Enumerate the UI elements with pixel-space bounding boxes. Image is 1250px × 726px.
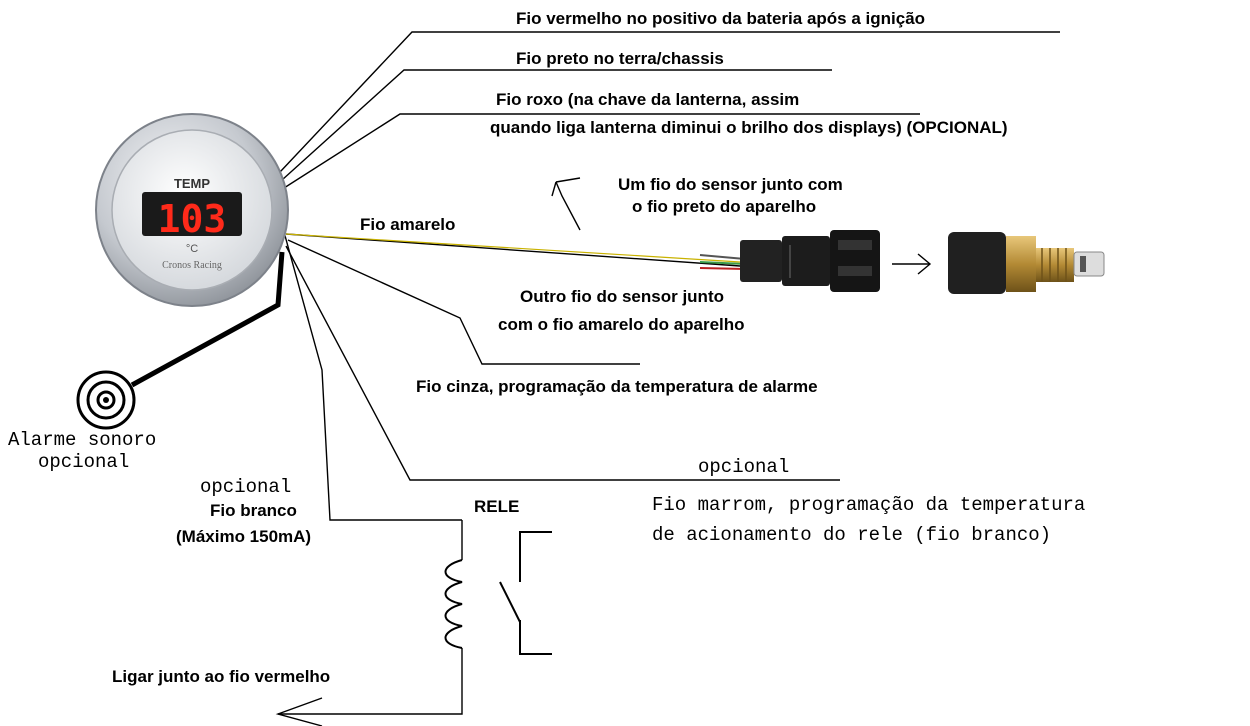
gauge-unit: °C	[186, 243, 198, 255]
buzzer-label-1: Alarme sonoro	[8, 429, 156, 451]
relay-switch-icon	[499, 531, 552, 655]
white-optional-label: opcional	[200, 476, 291, 498]
yellow-wire-label: Fio amarelo	[360, 215, 455, 234]
pointer-head	[555, 177, 581, 183]
white-wire-label: Fio branco	[210, 501, 297, 520]
purple-wire-label-2: quando liga lanterna diminui o brilho do…	[490, 118, 1008, 137]
wire-lines	[130, 31, 1060, 726]
connector-plug-icon	[740, 230, 880, 292]
gauge-title: TEMP	[174, 176, 210, 191]
arrow-icon	[892, 253, 932, 275]
white-max-label: (Máximo 150mA)	[176, 527, 311, 546]
gauge-reading: 103	[158, 197, 227, 241]
optional-brown-label: opcional	[698, 456, 789, 478]
buzzer-icon	[76, 370, 136, 430]
pointer-line	[555, 181, 581, 231]
sensor-black-label-1: Um fio do sensor junto com	[618, 175, 843, 194]
temperature-gauge-icon: TEMP 103 °C Cronos Racing	[95, 113, 289, 307]
temperature-sensor-icon	[948, 232, 1105, 294]
brown-wire-label-1: Fio marrom, programação da temperatura	[652, 494, 1085, 516]
purple-wire-label-1: Fio roxo (na chave da lanterna, assim	[496, 90, 799, 109]
gray-wire-label: Fio cinza, programação da temperatura de…	[416, 377, 818, 396]
red-wire-label: Fio vermelho no positivo da bateria após…	[516, 9, 925, 28]
brown-wire-label-2: de acionamento do rele (fio branco)	[652, 524, 1051, 546]
gauge-brand: Cronos Racing	[162, 260, 222, 271]
sensor-black-label-2: o fio preto do aparelho	[632, 197, 816, 216]
sensor-yellow-label-1: Outro fio do sensor junto	[520, 287, 724, 306]
buzzer-label-2: opcional	[38, 451, 129, 473]
relay-label: RELE	[474, 497, 519, 516]
gauge-display	[142, 192, 242, 236]
connect-red-label: Ligar junto ao fio vermelho	[112, 667, 330, 686]
relay-coil-icon	[444, 520, 463, 664]
sensor-yellow-label-2: com o fio amarelo do aparelho	[498, 315, 745, 334]
black-wire-label: Fio preto no terra/chassis	[516, 49, 724, 68]
